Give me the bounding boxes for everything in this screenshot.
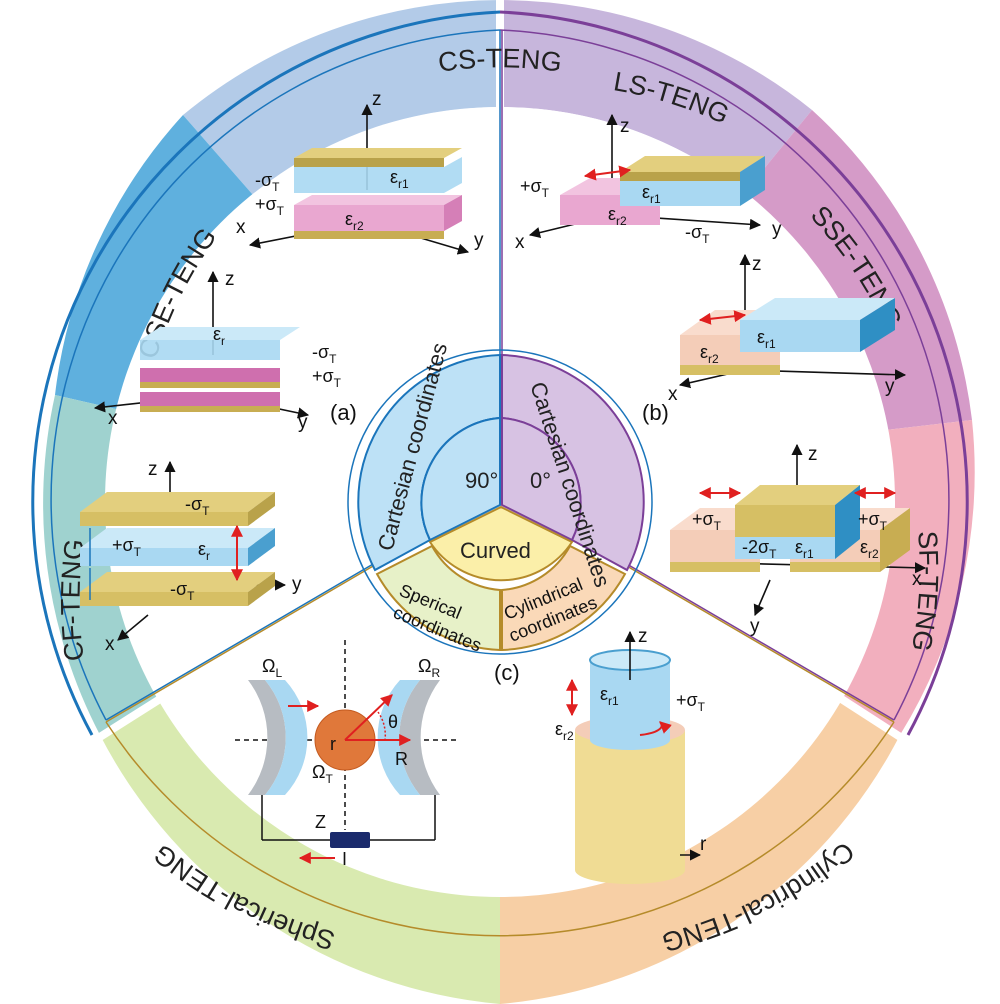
svg-text:y: y xyxy=(474,230,484,251)
svg-text:z: z xyxy=(148,459,158,480)
svg-text:z: z xyxy=(808,444,818,465)
angle-0-label: 0° xyxy=(530,468,551,493)
svg-text:I: I xyxy=(342,849,347,869)
svg-text:y: y xyxy=(772,219,782,240)
ring-segment-cse xyxy=(55,115,253,418)
svg-text:y: y xyxy=(750,616,760,637)
cf-teng-diagram: z y x -σT +σT εr -σT xyxy=(80,459,302,655)
svg-text:x: x xyxy=(105,634,115,655)
spherical-teng-diagram: ΩL ΩR ΩT θ R r Z I xyxy=(235,640,460,869)
svg-text:z: z xyxy=(638,626,648,647)
ring-segment-sse xyxy=(745,110,972,432)
angle-90-label: 90° xyxy=(465,468,498,493)
ring-segment-ls xyxy=(500,0,812,192)
cylindrical-teng-diagram: z r εr1 +σT εr2 xyxy=(555,626,707,884)
svg-text:x: x xyxy=(236,217,246,238)
svg-text:y: y xyxy=(298,412,308,433)
sse-teng-diagram: z x y εr1 εr2 xyxy=(668,253,907,405)
hub-angle-0 xyxy=(501,416,582,542)
svg-text:r: r xyxy=(330,734,336,754)
sf-teng-diagram: z x y +σT +σT -2σT εr1 εr2 xyxy=(670,443,927,637)
panel-b-label: (b) xyxy=(642,400,669,425)
svg-text:x: x xyxy=(108,408,118,429)
svg-text:z: z xyxy=(225,269,235,290)
hub-cylindrical xyxy=(501,544,627,652)
panel-c-label: (c) xyxy=(494,660,520,685)
ls-teng-diagram: z x y +σT εr1 εr2 -σT xyxy=(515,113,782,253)
hub-sperical xyxy=(375,544,501,652)
center-hub xyxy=(347,349,653,655)
svg-text:z: z xyxy=(752,254,762,275)
cs-teng-diagram: z x y -σT +σT εr1 εr2 xyxy=(236,89,484,255)
svg-text:z: z xyxy=(620,116,630,137)
svg-text:z: z xyxy=(372,89,382,110)
ring-segment-cs xyxy=(183,0,500,195)
svg-text:y: y xyxy=(292,574,302,595)
svg-text:x: x xyxy=(912,569,922,590)
svg-text:θ: θ xyxy=(388,712,398,732)
svg-text:y: y xyxy=(885,376,895,397)
svg-text:r: r xyxy=(700,834,707,855)
svg-text:Z: Z xyxy=(315,812,326,832)
hub-angle-90 xyxy=(420,416,501,542)
svg-text:x: x xyxy=(668,384,678,405)
curved-label: Curved xyxy=(460,538,531,563)
hub-curved xyxy=(428,505,574,582)
svg-text:x: x xyxy=(515,232,525,253)
label-cs-teng: CS-TENG xyxy=(436,43,563,77)
sector-borders xyxy=(31,10,969,937)
cse-teng-diagram: z x y εr -σT +σT xyxy=(93,269,342,433)
svg-text:R: R xyxy=(395,749,408,769)
panel-a-label: (a) xyxy=(330,400,357,425)
